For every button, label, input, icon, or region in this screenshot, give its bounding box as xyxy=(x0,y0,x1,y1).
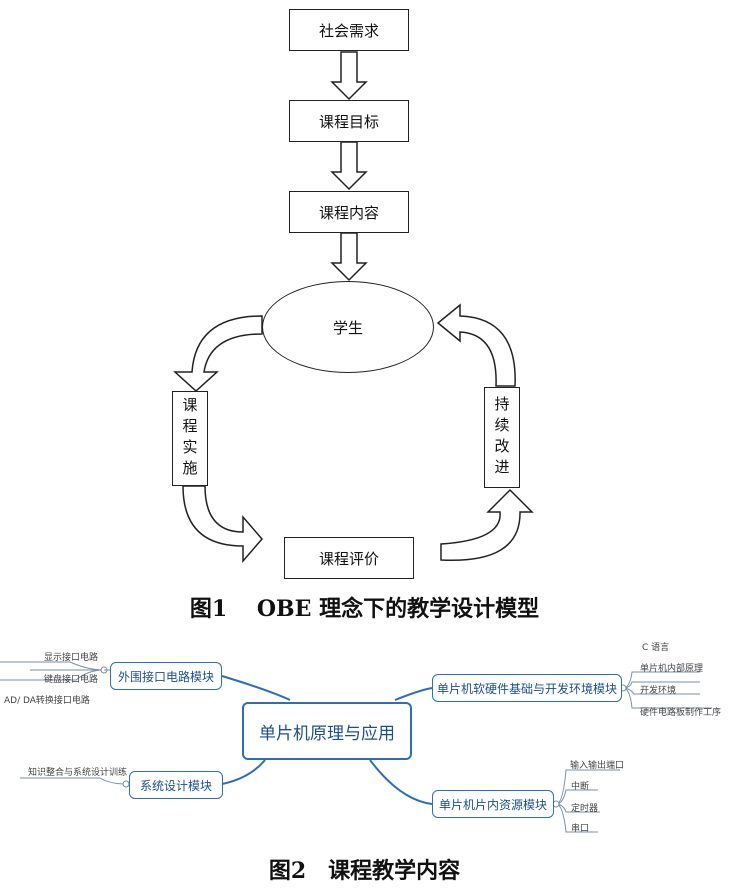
arrow-down-2 xyxy=(330,141,368,191)
node-course-implementation: 课程实施 xyxy=(172,391,208,486)
node-student: 学生 xyxy=(262,281,434,373)
leaf-io-port: 输入输出端口 xyxy=(570,761,625,771)
connector-center-onchip xyxy=(369,759,433,805)
leaf-timer: 定时器 xyxy=(571,804,599,814)
figure1-caption: 图1 OBE 理念下的教学设计模型 xyxy=(189,596,540,622)
branch-external-interface: 外围接口电路模块 xyxy=(110,662,222,690)
leaf-c-language: C 语言 xyxy=(642,643,670,653)
leaf-system-training: 知识整合与系统设计训练 xyxy=(28,768,128,778)
node-social-demand: 社会需求 xyxy=(289,9,409,51)
figure2-caption: 图2 课程教学内容 xyxy=(268,858,461,884)
branch-hw-sw-basics: 单片机软硬件基础与开发环境模块 xyxy=(432,674,622,702)
node-continuous-improvement: 持续改进 xyxy=(484,387,520,488)
leaf-serial-port: 串口 xyxy=(571,824,590,834)
connector-center-hwsw xyxy=(394,687,433,701)
arrow-down-3 xyxy=(330,232,368,282)
arrow-curve-to-evaluation xyxy=(182,485,263,564)
leaf-adda-interface: AD/ DA转换接口电路 xyxy=(4,696,90,706)
leaf-interrupt: 中断 xyxy=(571,782,590,792)
node-course-goal: 课程目标 xyxy=(289,100,409,142)
leaf-display-interface: 显示接口电路 xyxy=(44,653,99,663)
connector-center-external xyxy=(221,675,291,701)
arrow-down-1 xyxy=(330,51,368,101)
leaf-dev-environment: 开发环境 xyxy=(640,686,677,696)
leaf-pcb-process: 硬件电路板制作工序 xyxy=(640,708,722,718)
branch-system-design: 系统设计模块 xyxy=(129,771,223,799)
node-course-evaluation: 课程评价 xyxy=(284,537,414,579)
mindmap-center: 单片机原理与应用 xyxy=(242,702,412,760)
leaf-keyboard-interface: 键盘接口电路 xyxy=(44,675,99,685)
arrow-curve-to-student xyxy=(436,303,516,387)
connector-center-system xyxy=(221,759,266,785)
node-course-content: 课程内容 xyxy=(289,191,409,233)
leaf-internal-principle: 单片机内部原理 xyxy=(640,664,704,674)
arrow-curve-to-improvement xyxy=(440,488,534,562)
branch-onchip-resources: 单片机片内资源模块 xyxy=(432,790,554,818)
